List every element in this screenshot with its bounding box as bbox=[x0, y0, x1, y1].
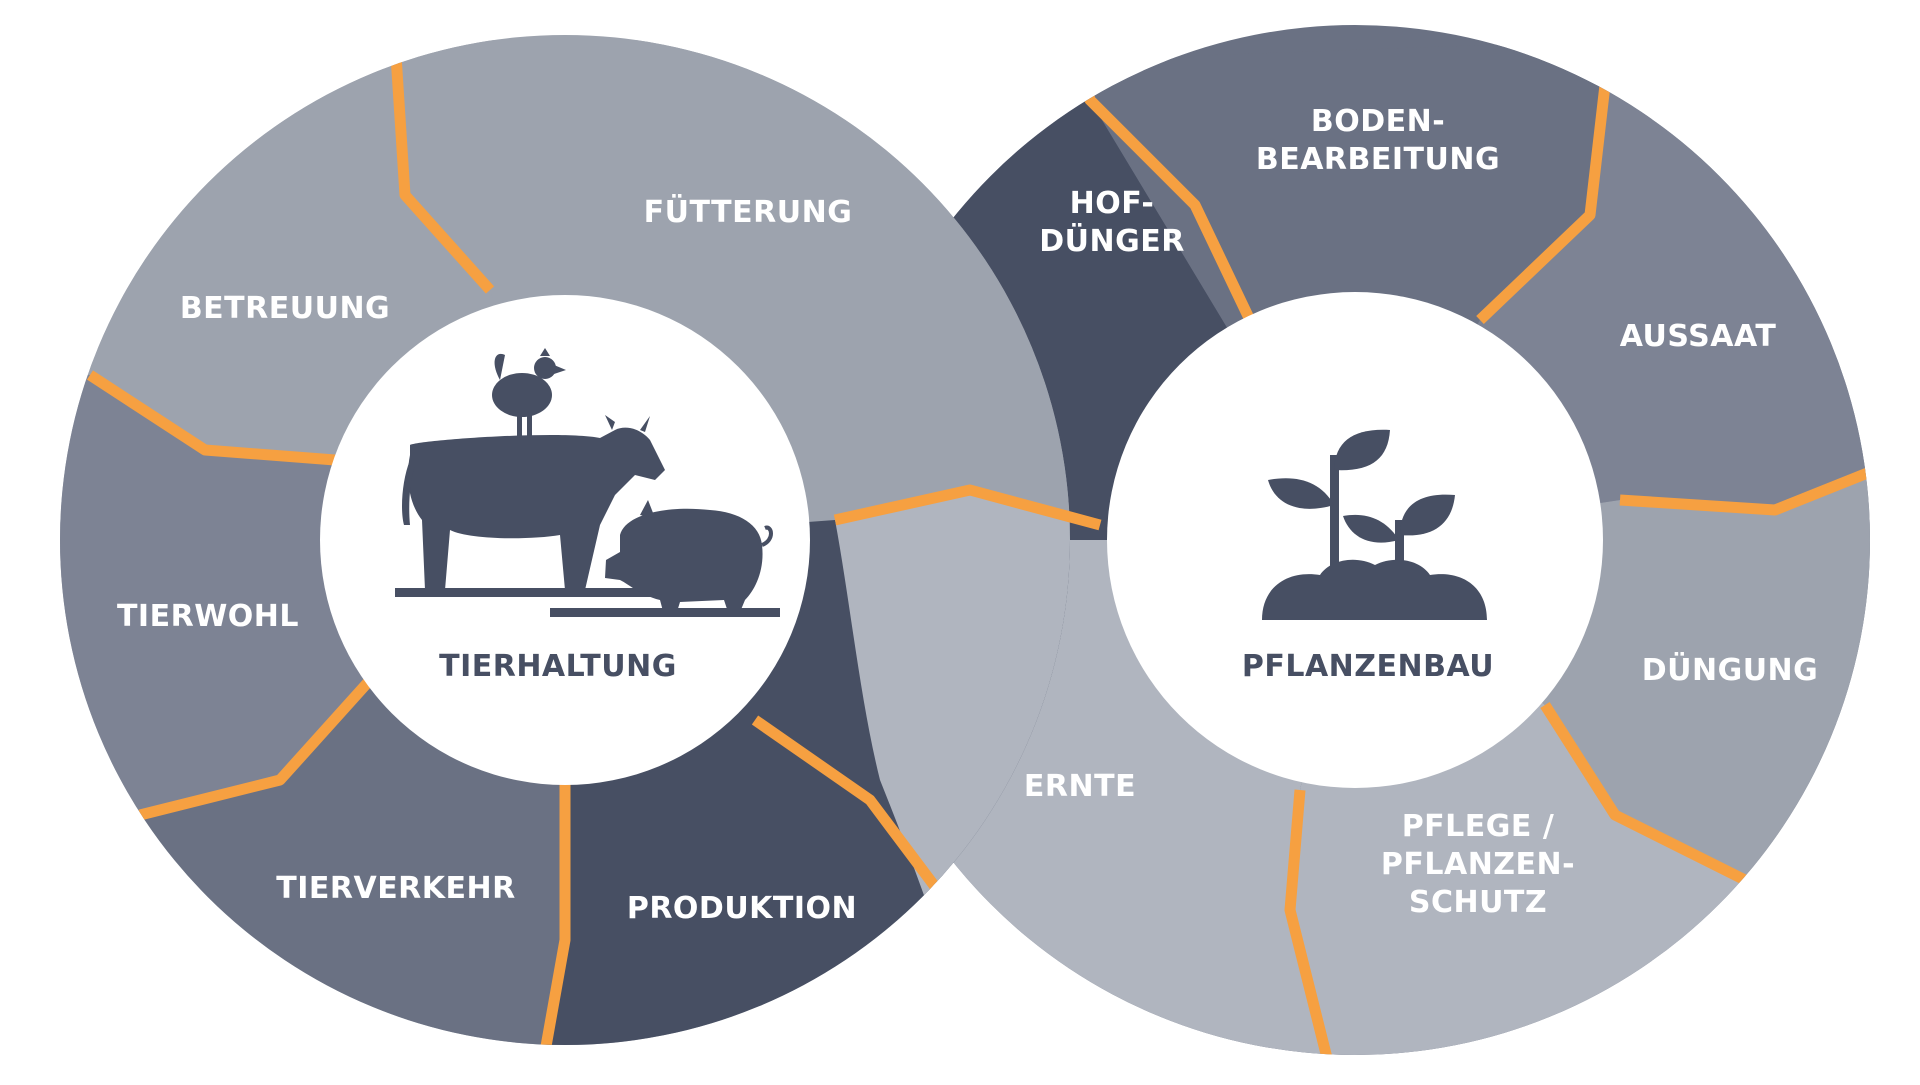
separator-aussaat-duengung bbox=[1619, 454, 1870, 516]
segment-labels: FÜTTERUNG BETREUUNG TIERWOHL TIERVERKEHR… bbox=[117, 104, 1818, 926]
label-line: PFLEGE / bbox=[1402, 809, 1555, 844]
label-bodenbearbeitung: BODEN-BEARBEITUNG bbox=[1256, 104, 1500, 177]
separator-fuetterung-ernte bbox=[833, 484, 1102, 531]
label-line: AUSSAAT bbox=[1620, 319, 1777, 354]
leaf-2 bbox=[1268, 478, 1334, 509]
label-line: BEARBEITUNG bbox=[1256, 142, 1500, 177]
segment-bodenbearbeitung bbox=[1080, 40, 1620, 540]
separator-pflege-ernte bbox=[1284, 789, 1336, 1055]
left-separators bbox=[86, 39, 965, 1045]
soil-shape bbox=[1262, 559, 1487, 620]
leaf-1 bbox=[1334, 429, 1390, 471]
label-line: TIERWOHL bbox=[117, 599, 299, 634]
segment-tierwohl bbox=[60, 370, 565, 815]
separator-betreuung-tierwohl bbox=[86, 370, 336, 466]
label-produktion: PRODUKTION bbox=[627, 891, 857, 926]
leaf-3 bbox=[1400, 494, 1455, 536]
label-duengung: DÜNGUNG bbox=[1642, 651, 1819, 688]
label-hofduenger: HOF-DÜNGER bbox=[1039, 186, 1185, 259]
label-betreuung: BETREUUNG bbox=[180, 291, 390, 326]
separator-produktion-ernte bbox=[751, 715, 965, 924]
stem-right bbox=[1395, 520, 1404, 580]
separator-tierverkehr-produktion bbox=[534, 780, 571, 1045]
label-line: FÜTTERUNG bbox=[644, 193, 853, 230]
label-tierwohl: TIERWOHL bbox=[117, 599, 299, 634]
label-line: ERNTE bbox=[1024, 769, 1136, 804]
label-aussaat: AUSSAAT bbox=[1620, 319, 1777, 354]
label-line: BETREUUNG bbox=[180, 291, 390, 326]
pig-icon bbox=[550, 500, 780, 617]
hub-label-tierhaltung: TIERHALTUNG bbox=[439, 649, 677, 684]
label-line: SCHUTZ bbox=[1409, 885, 1547, 920]
hen-icon bbox=[492, 348, 566, 436]
label-pflege: PFLEGE /PFLANZEN-SCHUTZ bbox=[1381, 809, 1575, 920]
separator-tierwohl-tierverkehr bbox=[138, 676, 375, 821]
label-line: DÜNGER bbox=[1039, 222, 1185, 259]
stem-left bbox=[1330, 455, 1339, 585]
label-line: DÜNGUNG bbox=[1642, 651, 1819, 688]
livestock-icon bbox=[395, 348, 780, 617]
label-line: TIERVERKEHR bbox=[276, 871, 515, 906]
cow-icon bbox=[395, 415, 725, 597]
label-line: BODEN- bbox=[1311, 104, 1445, 139]
hub-label-pflanzenbau: PFLANZENBAU bbox=[1242, 649, 1494, 684]
label-ernte: ERNTE bbox=[1024, 769, 1136, 804]
right-hub bbox=[1107, 292, 1603, 788]
separator-duengung-pflege bbox=[1540, 702, 1748, 885]
label-fuetterung: FÜTTERUNG bbox=[644, 193, 853, 230]
separator-fuetterung-betreuung bbox=[389, 39, 495, 294]
label-line: HOF- bbox=[1070, 186, 1155, 221]
label-line: PFLANZEN- bbox=[1381, 847, 1575, 882]
seedling-icon bbox=[1262, 429, 1487, 620]
label-tierverkehr: TIERVERKEHR bbox=[276, 871, 515, 906]
label-line: PRODUKTION bbox=[627, 891, 857, 926]
leaf-4 bbox=[1343, 514, 1399, 543]
